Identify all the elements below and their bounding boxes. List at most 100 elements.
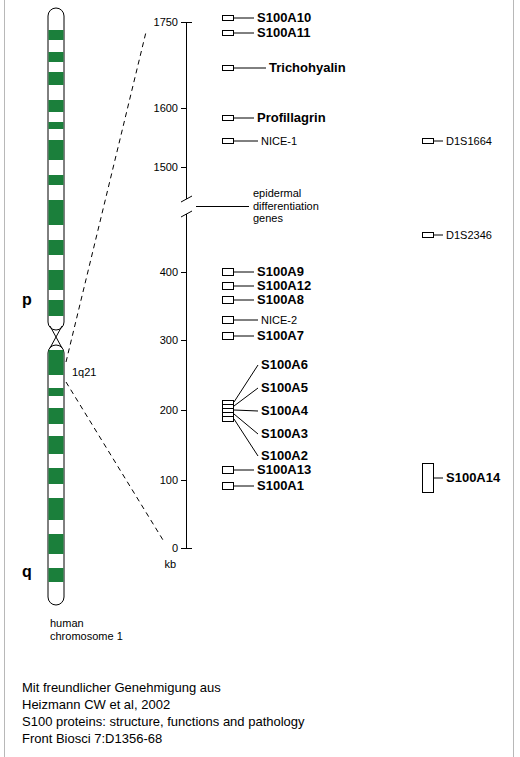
- band: [49, 175, 64, 185]
- band: [49, 498, 64, 520]
- chromosome-ideogram: [48, 8, 64, 605]
- gene-box: [223, 317, 234, 324]
- band: [49, 240, 64, 255]
- scale-number: 1500: [154, 161, 178, 174]
- gene-box: [423, 464, 434, 493]
- band: [49, 468, 64, 484]
- gene-box: [223, 116, 234, 121]
- scale-number: 1600: [154, 102, 178, 115]
- frame-line: [4, 0, 5, 757]
- scale-number: 100: [160, 474, 178, 487]
- band: [49, 100, 64, 112]
- region-note: epidermal differentiation genes: [253, 187, 338, 225]
- axis-line: [186, 214, 187, 548]
- caption-line: Mit freundlicher Genehmigung aus: [22, 681, 221, 696]
- leader-line: [234, 486, 254, 487]
- tick: [181, 340, 186, 341]
- gene-name: S100A4: [261, 404, 308, 419]
- tick: [181, 108, 186, 109]
- frame-line: [513, 0, 514, 757]
- band: [49, 200, 64, 225]
- tick: [181, 548, 192, 549]
- tick: [181, 272, 186, 273]
- caption-line: S100 proteins: structure, functions and …: [22, 715, 305, 730]
- gene-box: [223, 31, 234, 36]
- band: [49, 122, 64, 129]
- gene-cluster-box: [223, 401, 234, 422]
- q-arm: [48, 345, 64, 605]
- frame: [5, 0, 514, 757]
- leader-line: [234, 68, 266, 69]
- band: [49, 30, 64, 40]
- band-label: 1q21: [72, 366, 96, 379]
- gene-name: S100A13: [257, 463, 311, 478]
- gene-name: S100A10: [257, 11, 311, 26]
- scale-number: 400: [160, 266, 178, 279]
- gene-name: S100A2: [261, 449, 308, 464]
- zoom-lines: [66, 32, 163, 540]
- marker-name: D1S2346: [446, 229, 492, 242]
- marker-name: D1S1664: [446, 135, 492, 148]
- band: [49, 140, 64, 160]
- tick: [181, 22, 192, 23]
- chromosome-label: human chromosome 1: [50, 617, 130, 642]
- leader-line: [234, 33, 254, 34]
- gene-box: [223, 283, 234, 290]
- band: [49, 270, 64, 290]
- gene-name: S100A9: [257, 265, 304, 280]
- gene-box: [223, 139, 234, 144]
- gene-box: [223, 467, 234, 474]
- band: [49, 408, 64, 424]
- band: [49, 72, 64, 85]
- zoom-line: [66, 32, 146, 362]
- caption-line: Front Biosci 7:D1356-68: [22, 732, 162, 747]
- leader-line: [234, 320, 258, 321]
- gene-name: S100A3: [261, 427, 308, 442]
- scale-number: 0: [172, 542, 178, 555]
- axis-line: [186, 22, 187, 199]
- leader-line: [234, 18, 254, 19]
- bands: [49, 30, 64, 582]
- band: [49, 534, 64, 554]
- leader-line: [234, 336, 254, 337]
- arm-label: p: [22, 291, 32, 309]
- gene-box: [223, 333, 234, 340]
- gene-box: [223, 66, 234, 71]
- leader-line: [234, 118, 254, 119]
- axis-break: [181, 211, 192, 217]
- band: [49, 388, 64, 396]
- band: [49, 52, 64, 62]
- scale-number: 200: [160, 404, 178, 417]
- scale-number: 1750: [154, 16, 178, 29]
- gene-name: S100A14: [446, 471, 500, 486]
- leader-line: [196, 206, 249, 207]
- gene-name: NICE-1: [261, 135, 297, 148]
- leader-line: [234, 272, 254, 273]
- leader-line: [234, 470, 254, 471]
- p-arm: [48, 8, 64, 330]
- marker-box: [423, 233, 434, 238]
- leader-line: [434, 478, 443, 479]
- gene-name: S100A8: [257, 293, 304, 308]
- tick: [181, 410, 186, 411]
- leader-line: [434, 141, 443, 142]
- gene-box: [223, 483, 234, 490]
- gene-name: NICE-2: [261, 314, 297, 327]
- tick: [181, 480, 186, 481]
- arm-label: q: [22, 563, 32, 581]
- gene-box: [223, 269, 234, 276]
- scale-number: 300: [160, 334, 178, 347]
- tick: [181, 167, 186, 168]
- cluster-divider: [223, 408, 233, 409]
- band: [49, 300, 64, 316]
- gene-name: S100A11: [257, 26, 311, 41]
- gene-name: S100A1: [257, 479, 304, 494]
- leader-line: [234, 419, 258, 456]
- marker-box: [423, 139, 434, 144]
- leader-line: [234, 410, 258, 411]
- band: [49, 568, 64, 582]
- leader-line: [234, 300, 254, 301]
- leader-line: [434, 235, 443, 236]
- gene-name: S100A12: [257, 279, 311, 294]
- gene-markers: [223, 16, 444, 493]
